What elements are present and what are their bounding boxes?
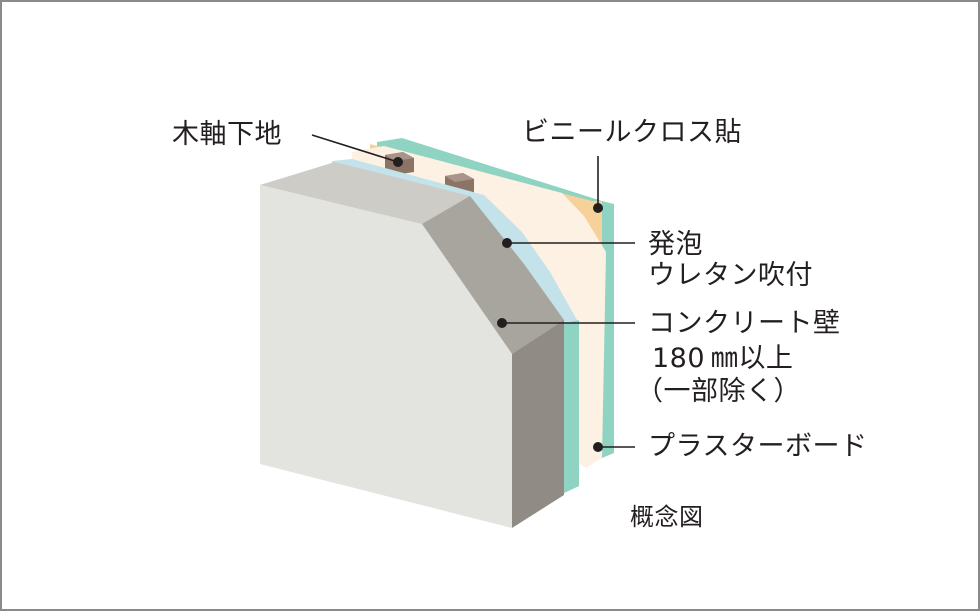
wood-block-2-top xyxy=(445,173,474,182)
vinyl-cloth-edge xyxy=(562,320,579,494)
label-vinyl-cloth: ビニールクロス貼 xyxy=(522,117,742,148)
leader-lines xyxy=(311,134,635,452)
label-foam-line1: 発泡 xyxy=(648,229,703,260)
leader-wood-frame xyxy=(311,134,399,163)
label-plaster-board: プラスターボード xyxy=(648,431,868,462)
wood-block-1-top xyxy=(385,152,414,161)
label-concrete-line2: 180 ㎜以上 xyxy=(652,343,794,374)
concrete-front-face xyxy=(260,185,512,528)
leader-dot-vinyl-cloth xyxy=(593,203,603,213)
leader-dot-plaster xyxy=(593,442,603,452)
label-concrete-line3: （一部除く） xyxy=(636,376,801,407)
concrete-top-face xyxy=(260,162,470,224)
label-wood-frame: 木軸下地 xyxy=(172,119,282,150)
leader-dot-urethane-foam xyxy=(502,238,512,248)
concrete-chamfer-face xyxy=(422,196,564,354)
label-foam-line2: ウレタン吹付 xyxy=(648,260,813,291)
leader-dot-concrete xyxy=(497,318,507,328)
concrete-side-face xyxy=(512,320,564,528)
label-concrete-line1: コンクリート壁 xyxy=(648,308,841,339)
leader-dot-wood-frame xyxy=(393,157,403,167)
diagram-caption: 概念図 xyxy=(630,503,704,531)
